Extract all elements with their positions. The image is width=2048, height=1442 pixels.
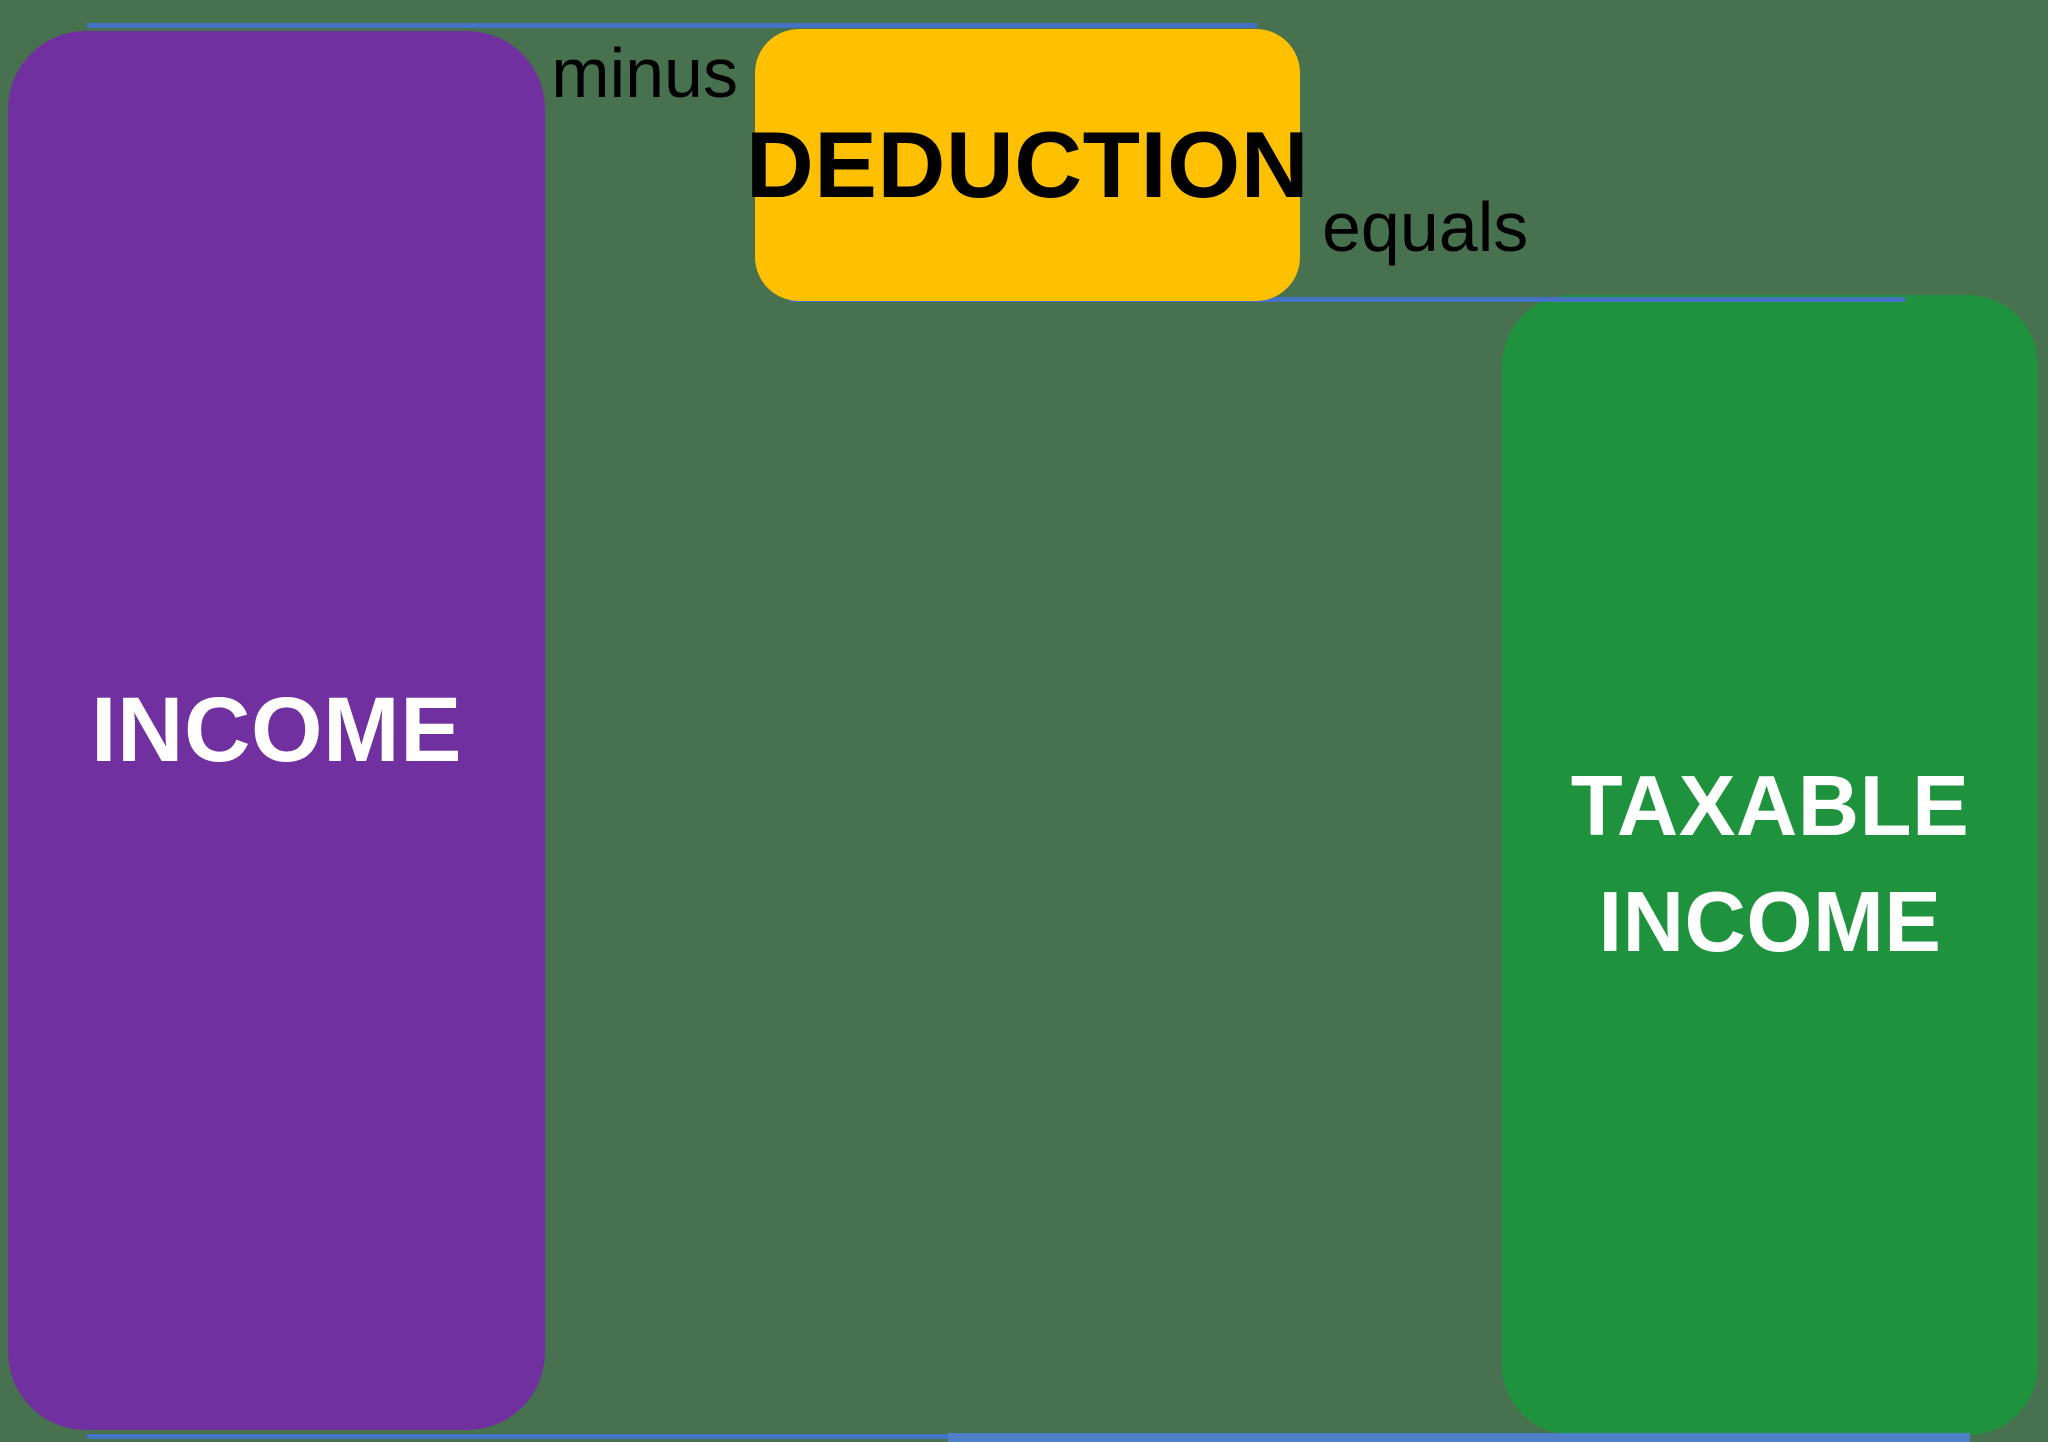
deduction-box: DEDUCTION	[746, 29, 1309, 301]
minus-operator-label: minus	[551, 34, 738, 112]
deduction-divider-line	[790, 297, 1905, 302]
taxable-income-box: TAXABLE INCOME	[1502, 295, 2038, 1435]
income-box-label: INCOME	[91, 679, 462, 781]
income-box: INCOME	[8, 31, 545, 1430]
taxable-income-label-line1: TAXABLE	[1570, 759, 1970, 855]
bottom-divider-line	[87, 1434, 948, 1439]
bottom-divider-bar	[948, 1433, 1970, 1442]
deduction-box-label: DEDUCTION	[745, 112, 1310, 217]
taxable-income-label-line2: INCOME	[1598, 875, 1942, 970]
equals-operator-label: equals	[1322, 188, 1529, 266]
top-divider-line	[87, 23, 1257, 28]
